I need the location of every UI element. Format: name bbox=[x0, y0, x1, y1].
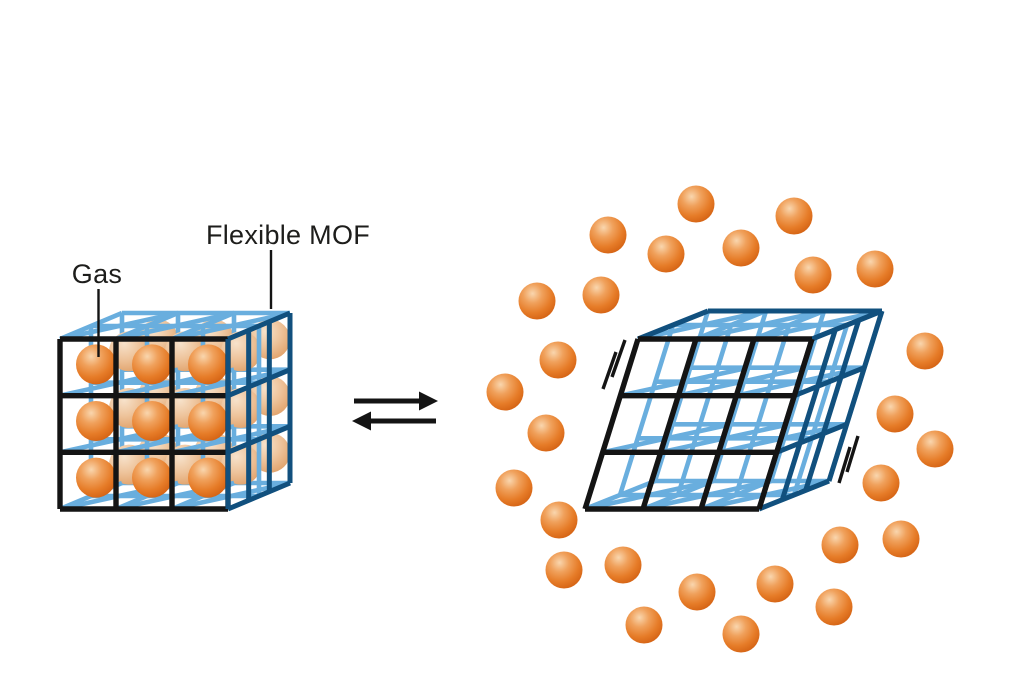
flexible-mof-label: Flexible MOF bbox=[205, 220, 371, 250]
adsorbed-gas-spheres-mid bbox=[109, 331, 261, 485]
label-leader-lines bbox=[97, 250, 273, 357]
reverse-arrow bbox=[352, 411, 436, 431]
shear-marks bbox=[601, 339, 860, 484]
equilibrium-arrows bbox=[352, 391, 438, 431]
left-lattice-navy-face bbox=[225, 310, 293, 512]
adsorbed-gas-spheres bbox=[76, 344, 228, 498]
left-lattice-black-grid bbox=[57, 336, 231, 512]
forward-arrow bbox=[354, 391, 438, 411]
released-gas-spheres bbox=[486, 185, 954, 653]
left-mof-lattice bbox=[57, 310, 293, 512]
right-lattice-black-grid bbox=[582, 336, 815, 512]
gas-label: Gas bbox=[71, 259, 123, 289]
right-mof-lattice-sheared bbox=[582, 308, 885, 512]
